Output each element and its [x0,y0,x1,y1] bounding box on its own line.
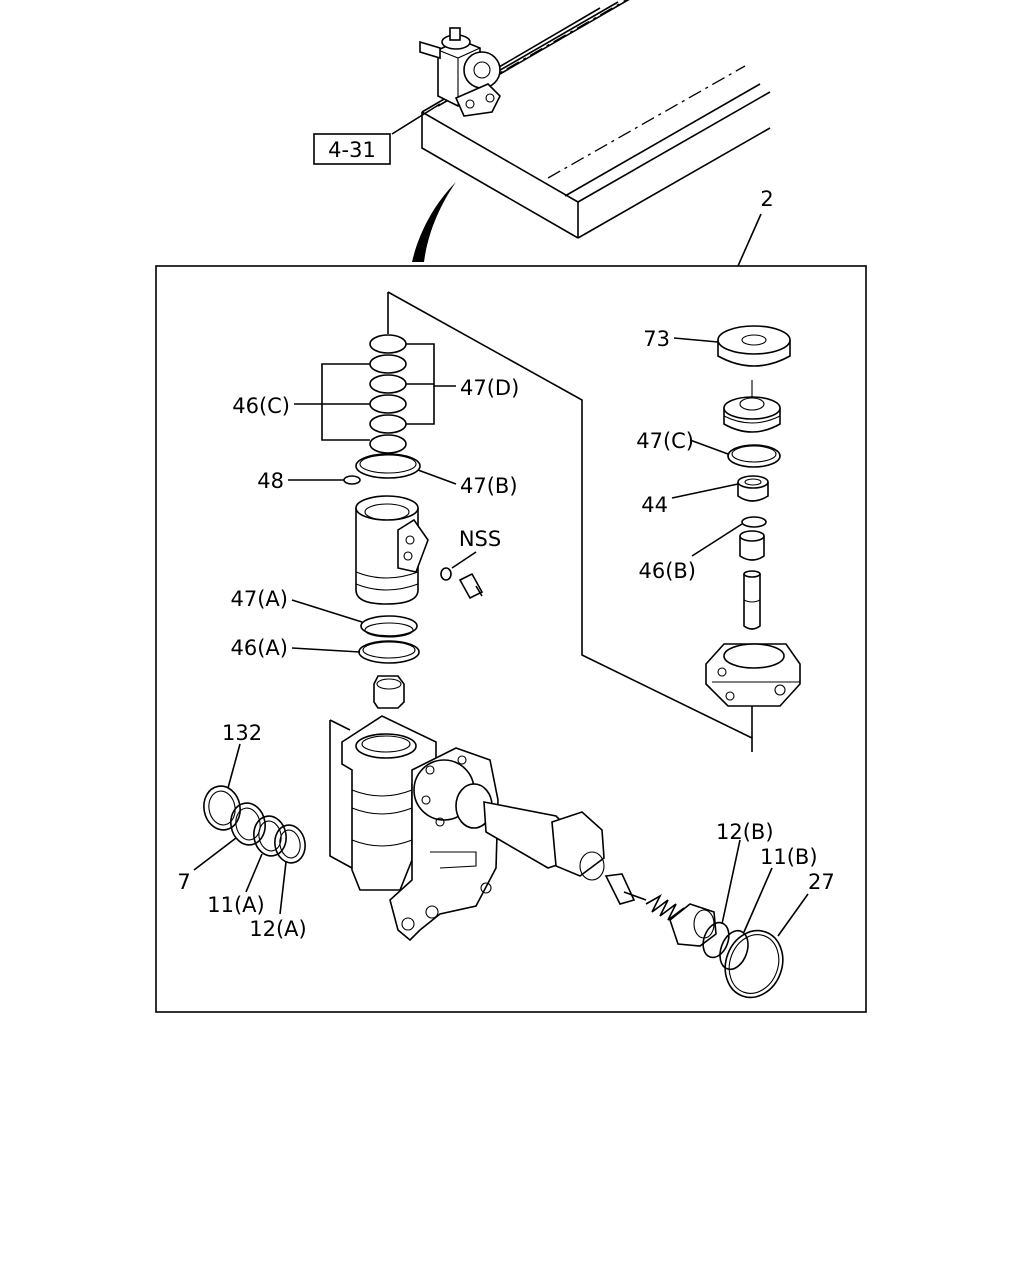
o-ring-47b [355,453,457,485]
label-2: 2 [760,187,773,211]
o-ring-46a [291,640,420,664]
label-46c: 46(C) [232,394,290,418]
ring-7 [193,802,266,871]
label-7: 7 [177,870,190,894]
hex-nut [373,675,405,709]
valve-base [705,643,801,707]
label-12a: 12(A) [249,917,306,941]
o-ring-47a [291,599,418,638]
label-47d: 47(D) [460,376,519,400]
bearing-44 [671,475,769,502]
reference-tag-text: 4-31 [328,138,376,162]
piston-head [723,380,781,433]
o-ring-stack [369,334,407,454]
detail-frame [155,265,867,1013]
label-47a: 47(A) [231,587,288,611]
label-44: 44 [641,493,668,517]
ring-12b [702,839,741,959]
ring-12a [274,824,306,915]
ring-11a [245,815,287,893]
bracket-46c [321,363,370,441]
cover-27 [724,893,809,999]
label-132: 132 [222,721,262,745]
label-47c: 47(C) [636,429,694,453]
plunger-pin [604,873,647,905]
reference-tag-4-31: 4-31 [313,103,441,165]
output-shaft [483,801,605,881]
ring-11b [719,867,773,971]
assembly-label-2: 2 [737,187,774,267]
o-ring-47c [689,439,781,468]
label-11b: 11(B) [760,845,818,869]
label-12b: 12(B) [716,820,774,844]
spring [645,893,685,921]
nss-bolt [440,551,484,600]
exploded-guide-lines [329,291,753,869]
valve-cylinder [355,495,429,605]
washer-48 [288,475,361,485]
push-rod [743,570,761,630]
label-11a: 11(A) [207,893,264,917]
label-27: 27 [808,870,835,894]
main-housing [341,715,499,942]
label-nss: NSS [459,527,501,551]
detail-pointer-arrow [412,182,456,262]
frame-rail-illustration [421,0,771,239]
ring-132 [203,743,241,831]
bracket-47d [406,343,456,425]
label-48: 48 [257,469,284,493]
part-73-cap [673,325,791,367]
seal-46b [691,516,767,561]
brake-valve-small-icon [419,27,501,117]
piston [669,903,717,947]
label-73: 73 [643,327,670,351]
label-46a: 46(A) [231,636,288,660]
label-47b: 47(B) [460,474,518,498]
label-46b: 46(B) [638,559,696,583]
